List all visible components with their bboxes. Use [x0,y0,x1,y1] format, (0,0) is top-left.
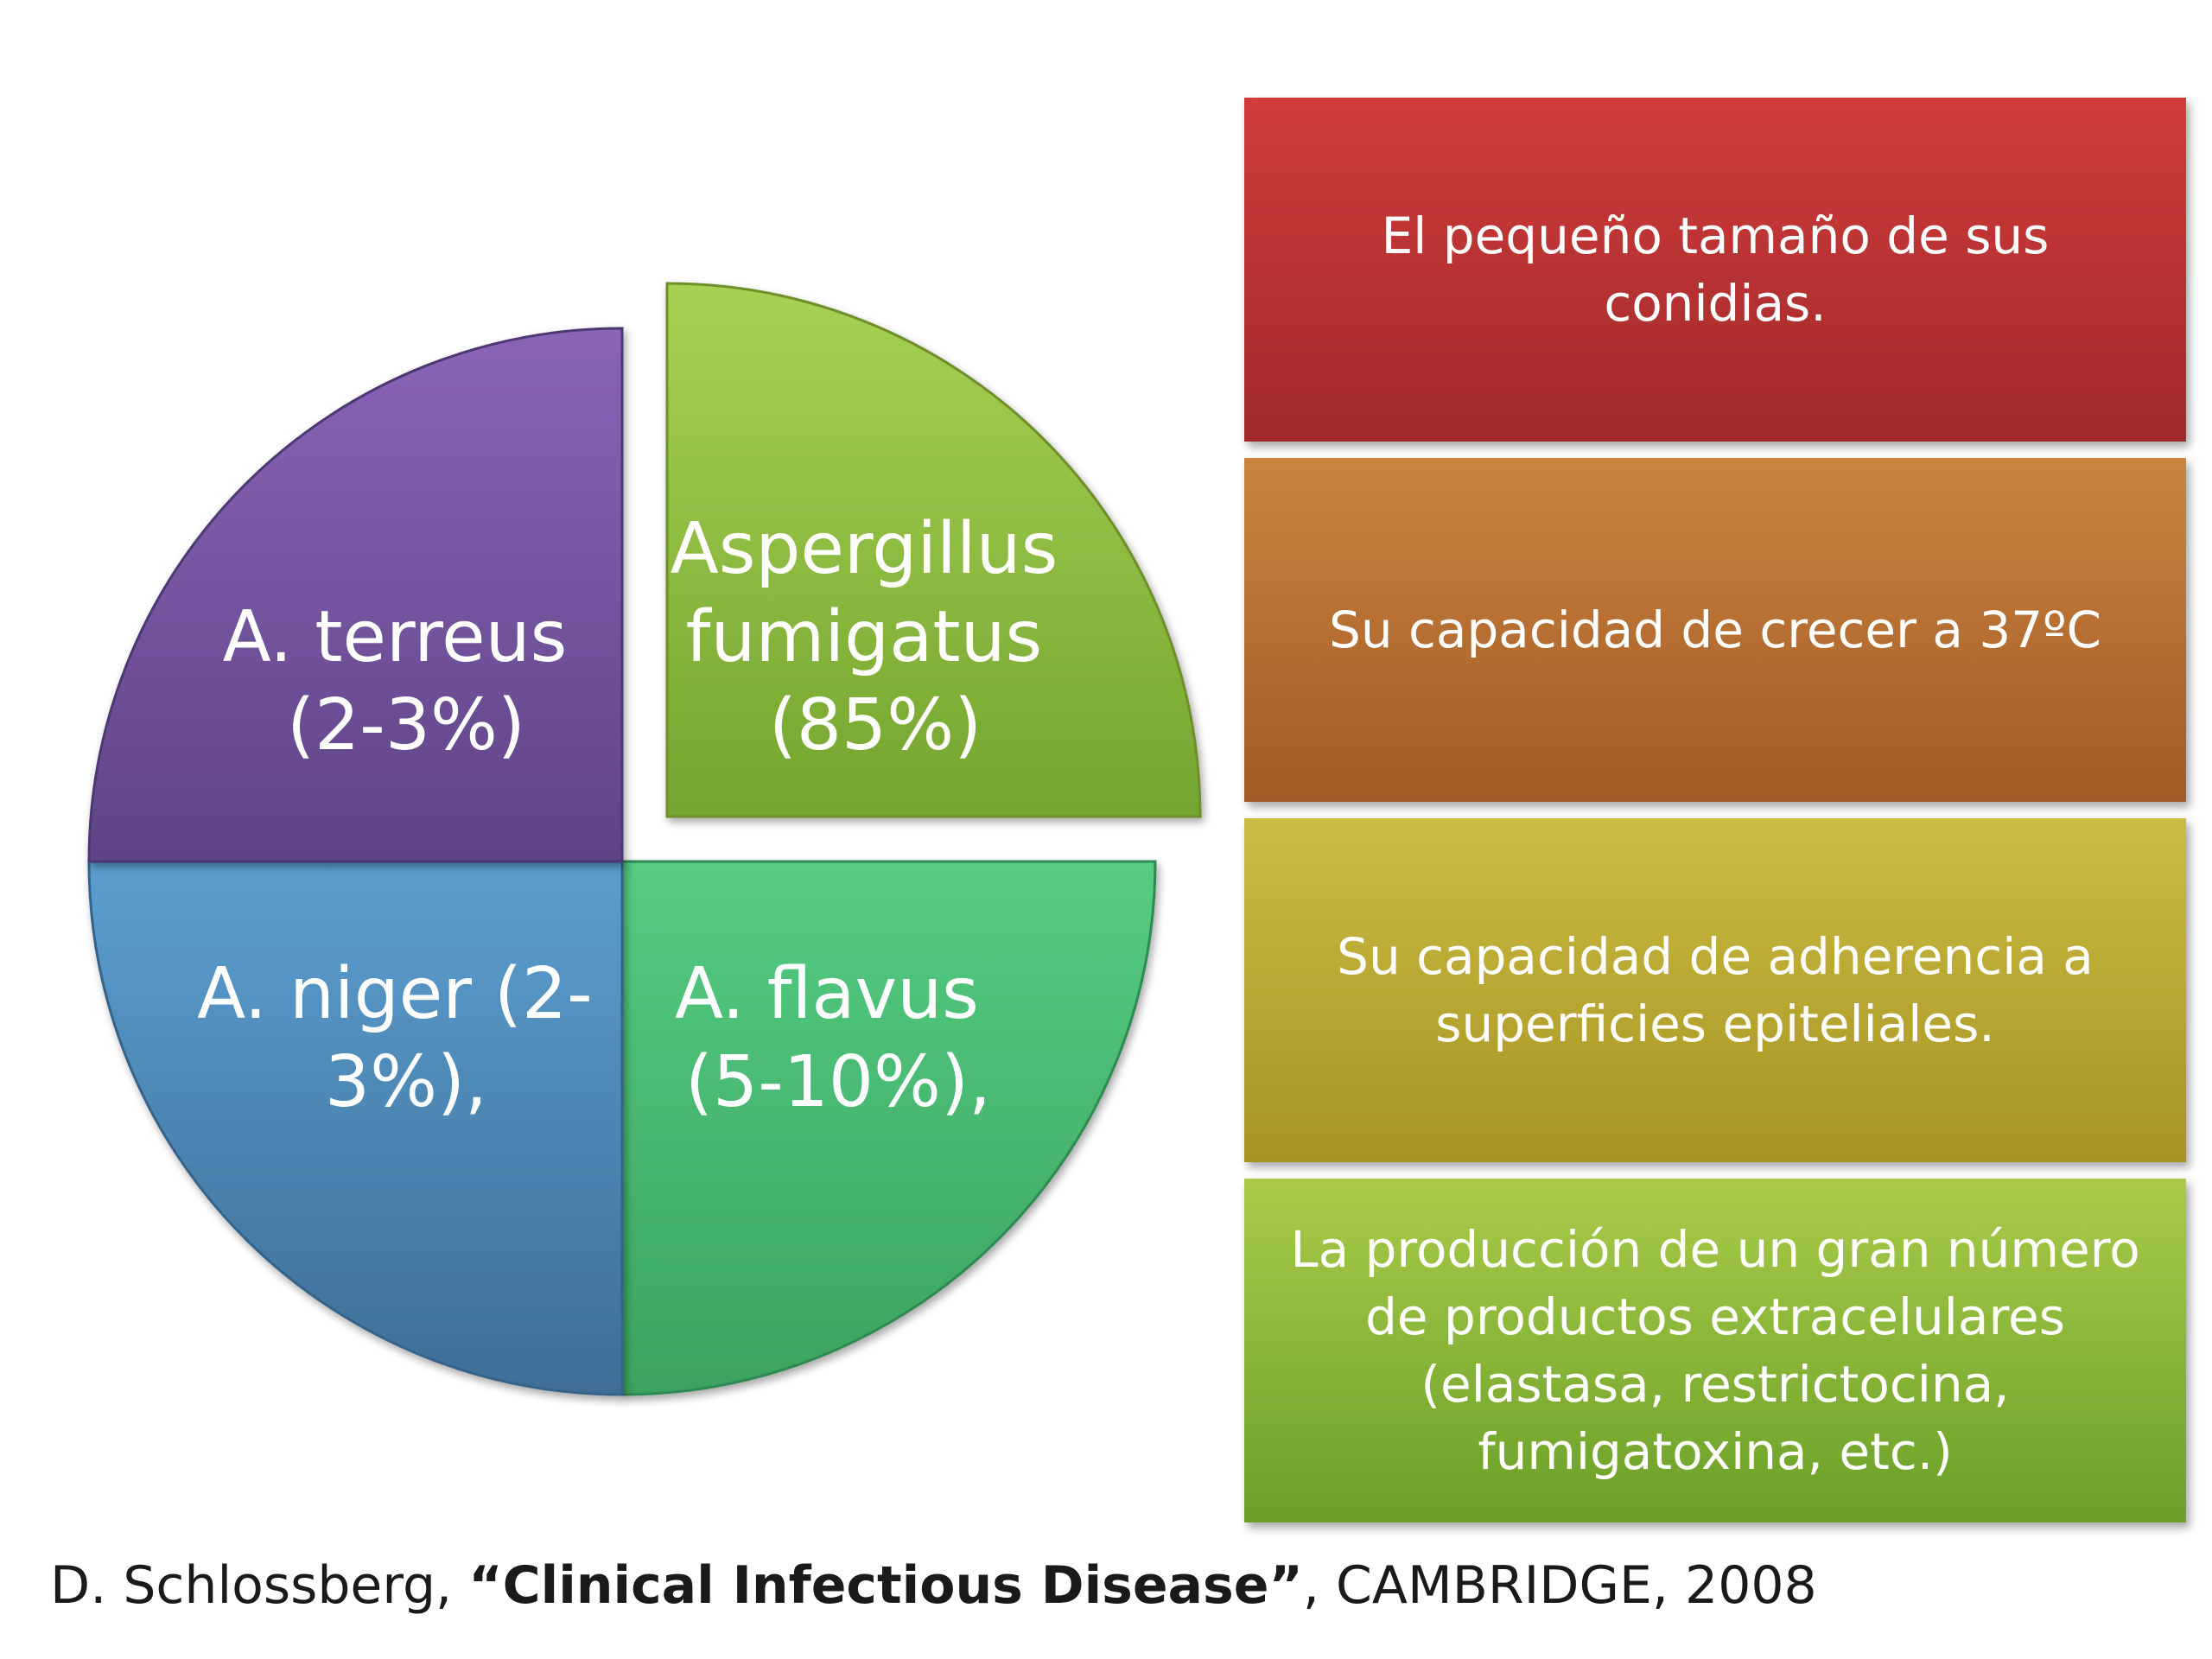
citation-title: “Clinical Infectious Disease” [468,1555,1303,1616]
factor-box-text: Su capacidad de adherencia a superficies… [1337,927,2094,1053]
pie-slice-fumigatus [665,282,1202,818]
pie-label-terreus: A. terreus (2-3%) [223,596,590,766]
factor-box-growth-37c: Su capacidad de crecer a 37ºC [1244,458,2186,802]
pie-slice-niger [87,860,624,1396]
citation-publisher-year: , CAMBRIDGE, 2008 [1302,1555,1817,1616]
pie-slice-flavus [620,860,1157,1396]
pie-label-fumigatus: Aspergillus fumigatus (85%) [671,508,1081,766]
citation: D. Schlossberg, “Clinical Infectious Dis… [50,1555,1817,1616]
pie-diagram: Aspergillus fumigatus (85%) A. flavus (5… [87,282,1202,1396]
factor-box-conidia-size: El pequeño tamaño de sus conidias. [1244,98,2186,442]
factor-box-adherence: Su capacidad de adherencia a superficies… [1244,818,2186,1162]
factor-box-text: La producción de un gran número de produ… [1290,1220,2140,1481]
citation-author: D. Schlossberg, [50,1555,469,1616]
pie-slice-terreus [87,327,624,863]
factor-box-text: Su capacidad de crecer a 37ºC [1329,601,2101,659]
factor-box-extracellular-products: La producción de un gran número de produ… [1244,1179,2186,1522]
pie-label-niger: A. niger (2- 3%), [197,953,615,1123]
factor-box-text: El pequeño tamaño de sus conidias. [1381,207,2050,333]
pie-label-flavus: A. flavus (5-10%), [675,953,1001,1123]
